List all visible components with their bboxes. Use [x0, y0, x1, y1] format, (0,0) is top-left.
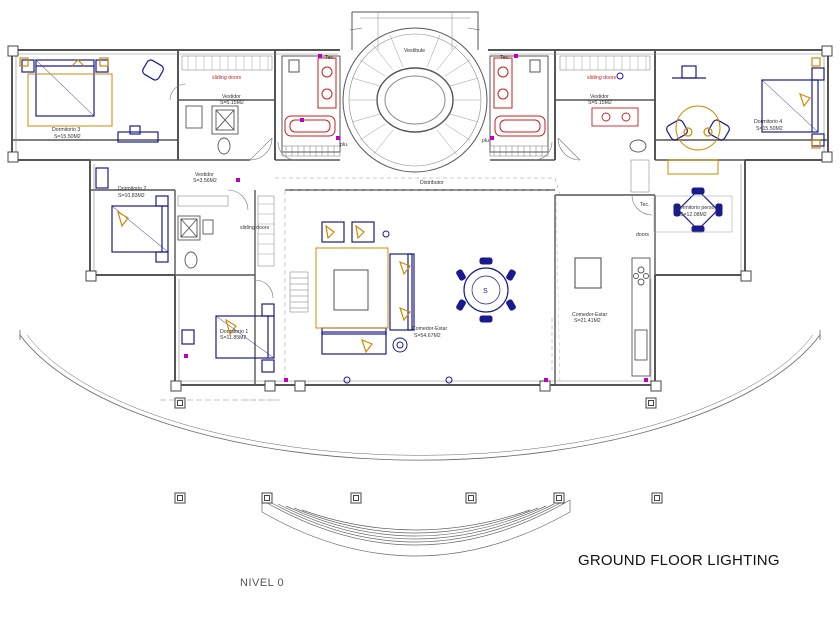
walls [11, 49, 829, 386]
sliding-doors-label: sliding doors [587, 75, 617, 81]
room-name: Dormitorio perso. [676, 205, 716, 211]
plu-label: plu. [340, 142, 348, 148]
terrace-columns [174, 397, 663, 504]
room-name: Dormitorio 4 [754, 119, 782, 125]
sliding-doors-label: sliding doors [212, 75, 242, 81]
room-area: S=3.56M2 [193, 178, 217, 184]
tec-label: Tec. [640, 202, 650, 208]
front-steps [261, 499, 571, 557]
wall-columns [7, 45, 833, 392]
room-area: S=11.85M2 [220, 335, 246, 341]
drawing-title: GROUND FLOOR LIGHTING [578, 552, 780, 569]
tec-label: Tec. [500, 55, 510, 61]
room-area: S=5.15M2 [588, 100, 612, 106]
outlets [184, 54, 648, 382]
side-stair [289, 271, 309, 313]
room-name: Vestidor [590, 94, 609, 100]
bathroom-hatches [281, 145, 549, 157]
round-fixtures [343, 72, 624, 384]
dashed-lines [245, 177, 561, 401]
room-name: Comedor-Estar [572, 312, 607, 318]
dining-chairs [456, 187, 723, 323]
room-name: Dormitorio 3 [52, 127, 80, 133]
vestidor-fixtures [177, 105, 647, 269]
lighting [27, 73, 733, 329]
room-name: Distributor [420, 180, 444, 186]
room-area: S=54.67M2 [414, 333, 441, 339]
wardrobes [177, 55, 651, 267]
bathroom-right [489, 55, 549, 153]
light-fixtures [19, 57, 821, 354]
room-labels: Vestibule Dormitorio 3 S=15.50M2 Vestido… [52, 48, 783, 341]
room-name: Vestidor [195, 172, 214, 178]
bathroom-left [281, 55, 341, 153]
armchairs [142, 59, 730, 141]
furniture [21, 59, 825, 373]
kitchen-counter [555, 194, 651, 386]
room-name: Vestidor [222, 94, 241, 100]
level-label: NIVEL 0 [240, 577, 285, 589]
tec-label: Tec. [325, 55, 335, 61]
room-name: Vestibule [404, 48, 425, 54]
stair-treads [349, 34, 481, 156]
doors [169, 83, 653, 299]
room-name: Comedor-Estar [412, 326, 447, 332]
plu-label: plu. [482, 138, 490, 144]
wardrobe-hatch [187, 56, 647, 255]
table-letter: S [483, 288, 488, 295]
room-area: S=15.50M2 [756, 126, 783, 132]
doors-label: doors [636, 232, 649, 238]
room-name: Dormitorio 1 [220, 329, 248, 335]
room-area: S=12.08M2 [680, 212, 707, 218]
vestibule [342, 11, 488, 173]
sliding-doors-label: sliding doors [240, 225, 270, 231]
room-area: S=15.50M2 [54, 134, 81, 140]
annotation-labels: sliding doors sliding doors sliding door… [212, 55, 650, 295]
terrace [19, 330, 821, 461]
room-name: Dormitorio 2 [118, 186, 146, 192]
room-area: S=5.15M2 [220, 100, 244, 106]
room-area: S=10.83M2 [118, 193, 145, 199]
room-area: S=21.41M2 [574, 318, 601, 324]
